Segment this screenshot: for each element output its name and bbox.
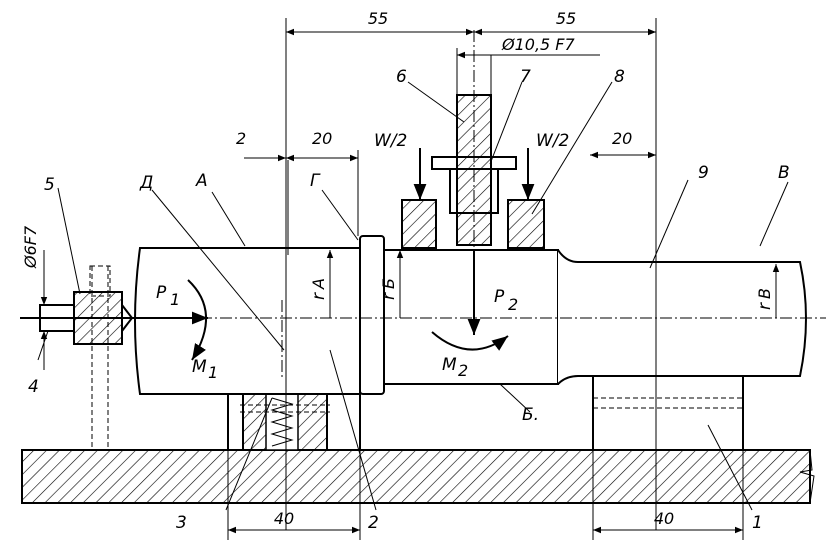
dim-bottom-left-40: 40 — [274, 509, 294, 528]
moment-m1-sub: 1 — [208, 363, 218, 382]
top-clamp — [401, 94, 545, 249]
radius-v-letter: r — [755, 302, 775, 310]
part-number-4: 4 — [28, 377, 39, 397]
moment-m1-letter: M — [192, 357, 207, 377]
force-w-left: W/2 — [374, 131, 407, 151]
dim-gap-2: 2 — [236, 129, 246, 148]
force-p2-letter: P — [494, 287, 505, 307]
radius-a-letter: r — [309, 292, 329, 300]
part-number-5: 5 — [44, 175, 55, 195]
left-centre-pin — [39, 265, 134, 450]
surface-label-b: Б. — [522, 405, 539, 425]
shaft — [134, 235, 807, 395]
surface-label-a: А — [195, 171, 208, 191]
leader-lines — [37, 81, 789, 511]
dim-pin-diameter: Ø10,5 F7 — [501, 35, 576, 54]
dim-55-right: 55 — [556, 9, 576, 28]
surface-label-g: Г — [310, 171, 321, 191]
radius-v-sub: B — [755, 288, 774, 299]
part-number-3: 3 — [176, 513, 187, 533]
part-number-6: 6 — [396, 67, 407, 87]
force-w-right: W/2 — [536, 131, 569, 151]
dim-left-pin-diameter: Ø6F7 — [21, 225, 40, 269]
moment-m2-letter: M — [442, 355, 457, 375]
surface-label-v: В — [778, 163, 790, 183]
part-number-8: 8 — [614, 67, 625, 87]
radius-a-sub: A — [309, 278, 328, 290]
surface-label-d: Д — [139, 173, 153, 193]
part-number-9: 9 — [698, 163, 709, 183]
dim-right-20: 20 — [612, 129, 632, 148]
part-number-1: 1 — [752, 513, 763, 533]
radius-b-sub: Б — [379, 278, 398, 289]
force-p1-sub: 1 — [170, 290, 180, 309]
dim-55-left: 55 — [368, 9, 388, 28]
moment-m2-sub: 2 — [458, 361, 468, 380]
dimension-lines — [40, 28, 780, 540]
force-p1-letter: P — [156, 283, 167, 303]
dim-collar-20: 20 — [312, 129, 332, 148]
part-number-7: 7 — [520, 67, 531, 87]
base-plate — [21, 449, 815, 504]
radius-b-letter: r — [379, 292, 399, 300]
dim-bottom-right-40: 40 — [654, 509, 674, 528]
part-number-2: 2 — [368, 513, 379, 533]
force-arrows — [20, 148, 535, 361]
centre-lines — [20, 18, 826, 530]
force-p2-sub: 2 — [508, 295, 518, 314]
